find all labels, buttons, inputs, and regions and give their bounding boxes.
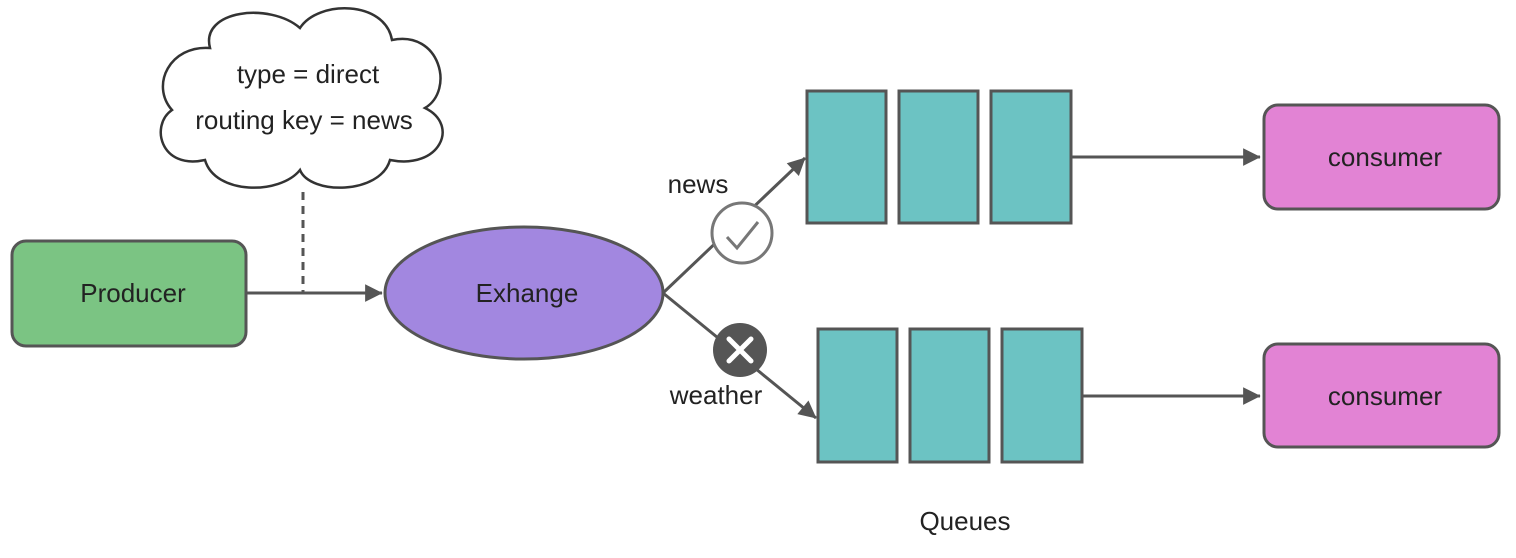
routing-cloud: type = direct routing key = news: [159, 7, 444, 189]
cloud-routing-key-text: routing key = news: [195, 105, 413, 135]
producer-node: Producer: [10, 239, 248, 348]
weather-queue: [816, 327, 1084, 464]
cloud-shape: [159, 7, 444, 189]
queues-caption: Queues: [919, 506, 1010, 536]
cross-icon: [713, 323, 767, 377]
producer-box: [10, 239, 248, 348]
cloud-type-text: type = direct: [237, 59, 380, 89]
consumer-node-bottom: consumer: [1262, 342, 1501, 449]
queue-slot: [1000, 327, 1084, 464]
producer-label: Producer: [80, 278, 186, 308]
consumer-box: [1262, 342, 1501, 449]
consumer-label: consumer: [1328, 142, 1442, 172]
news-queue: [805, 89, 1073, 225]
consumer-box: [1262, 103, 1501, 211]
check-icon: [710, 201, 774, 265]
queue-slot: [897, 89, 980, 225]
consumer-node-top: consumer: [1262, 103, 1501, 211]
weather-route-label: weather: [669, 380, 763, 410]
queue-slot: [989, 89, 1073, 225]
exchange-label: Exhange: [476, 278, 579, 308]
queue-slot: [816, 327, 899, 464]
queue-slot: [805, 89, 888, 225]
queue-slot: [908, 327, 991, 464]
consumer-label: consumer: [1328, 381, 1442, 411]
news-route-label: news: [668, 169, 729, 199]
exchange-node: Exhange: [383, 225, 665, 361]
